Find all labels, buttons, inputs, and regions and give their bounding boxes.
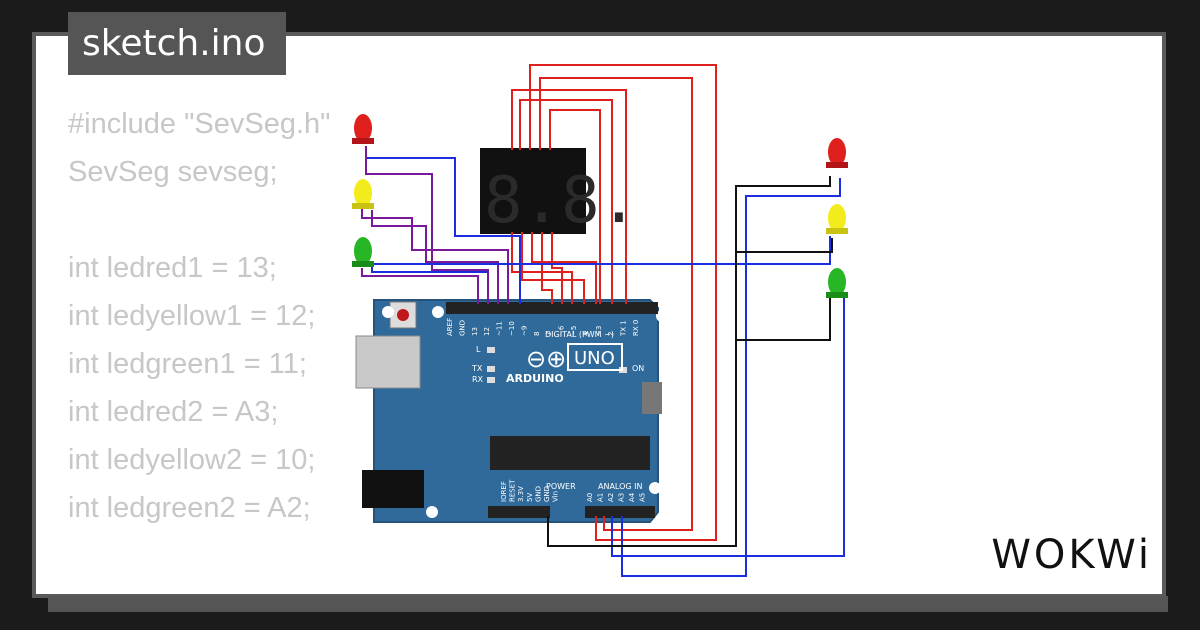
rx-label: RX — [472, 375, 484, 384]
pin-label: TX 1 — [620, 320, 628, 337]
wokwi-logo: WOKWi — [991, 532, 1152, 578]
pin-label: A4 — [628, 492, 636, 502]
digital-label: DIGITAL (PWM ~) — [545, 330, 614, 339]
card-shadow — [48, 596, 1168, 612]
display-digits: 8.8. — [484, 164, 638, 238]
pin-label: IOREF — [500, 481, 508, 502]
wires — [361, 64, 845, 577]
pin-label: ~11 — [496, 321, 504, 336]
on-label: ON — [632, 364, 644, 373]
pin-label: A1 — [597, 493, 605, 502]
pin-label: GND — [458, 320, 466, 336]
led-green-2[interactable] — [826, 268, 848, 298]
pin-label: Vin — [552, 491, 560, 502]
led-red-1[interactable] — [352, 114, 374, 144]
pin-label: ~6 — [558, 325, 566, 336]
model-label: UNO — [574, 348, 615, 369]
pin-label: A2 — [607, 493, 615, 502]
code-line: int ledgreen2 = A2; — [68, 492, 311, 524]
pin-label: 13 — [471, 327, 479, 336]
pin-label: 4 — [582, 331, 590, 336]
pin-label: RESET — [509, 479, 517, 502]
code-line: SevSeg sevseg; — [68, 156, 278, 188]
pin-label: A5 — [639, 493, 647, 502]
brand-label: ARDUINO — [506, 372, 564, 385]
analog-label: ANALOG IN — [598, 482, 643, 491]
arduino-logo-icon: ⊖⊕ — [526, 345, 566, 373]
pin-label: GND — [543, 486, 551, 502]
pin-label: 7 — [545, 332, 553, 336]
led-red-2[interactable] — [826, 138, 848, 168]
power-label: POWER — [546, 482, 576, 491]
power-jack — [362, 470, 424, 508]
pin-label: A0 — [586, 493, 594, 502]
code-line: int ledgreen1 = 11; — [68, 348, 307, 380]
pin-label: RX 0 — [632, 320, 640, 336]
pin-label: ~10 — [508, 321, 516, 336]
pin-label: ~3 — [595, 326, 603, 336]
pin-label: A3 — [618, 493, 626, 502]
code-line: int ledred2 = A3; — [68, 396, 279, 428]
pin-label: 2 — [607, 332, 615, 336]
pin-label: 5V — [526, 493, 534, 502]
microcontroller-chip — [490, 436, 650, 470]
usb-port — [355, 335, 421, 389]
pin-label: ~5 — [570, 326, 578, 336]
pin-label: ~9 — [520, 326, 528, 336]
seven-segment-display[interactable]: 8.8. — [480, 148, 638, 238]
code-line: #include "SevSeg.h" — [68, 108, 331, 140]
l-label: L — [476, 345, 481, 354]
led-green-1[interactable] — [352, 237, 374, 267]
code-line: int ledyellow1 = 12; — [68, 300, 316, 332]
pin-label: AREF — [446, 318, 454, 336]
arduino-board[interactable]: ⊖⊕ ARDUINO UNO DIGITAL (PWM ~) POWER ANA… — [355, 299, 668, 523]
pin-label: GND — [534, 486, 542, 502]
led-yellow-1[interactable] — [352, 179, 374, 209]
code-preview: #include "SevSeg.h" SevSeg sevseg; int led… — [68, 100, 388, 532]
tx-label: TX — [471, 364, 483, 373]
code-line: int ledred1 = 13; — [68, 252, 277, 284]
file-tab[interactable]: sketch.ino — [68, 12, 286, 75]
code-line: int ledyellow2 = 10; — [68, 444, 316, 476]
pin-label: 3.3V — [517, 486, 525, 502]
pin-label: 8 — [533, 332, 541, 336]
pin-label: 12 — [483, 327, 491, 336]
led-yellow-2[interactable] — [826, 204, 848, 234]
